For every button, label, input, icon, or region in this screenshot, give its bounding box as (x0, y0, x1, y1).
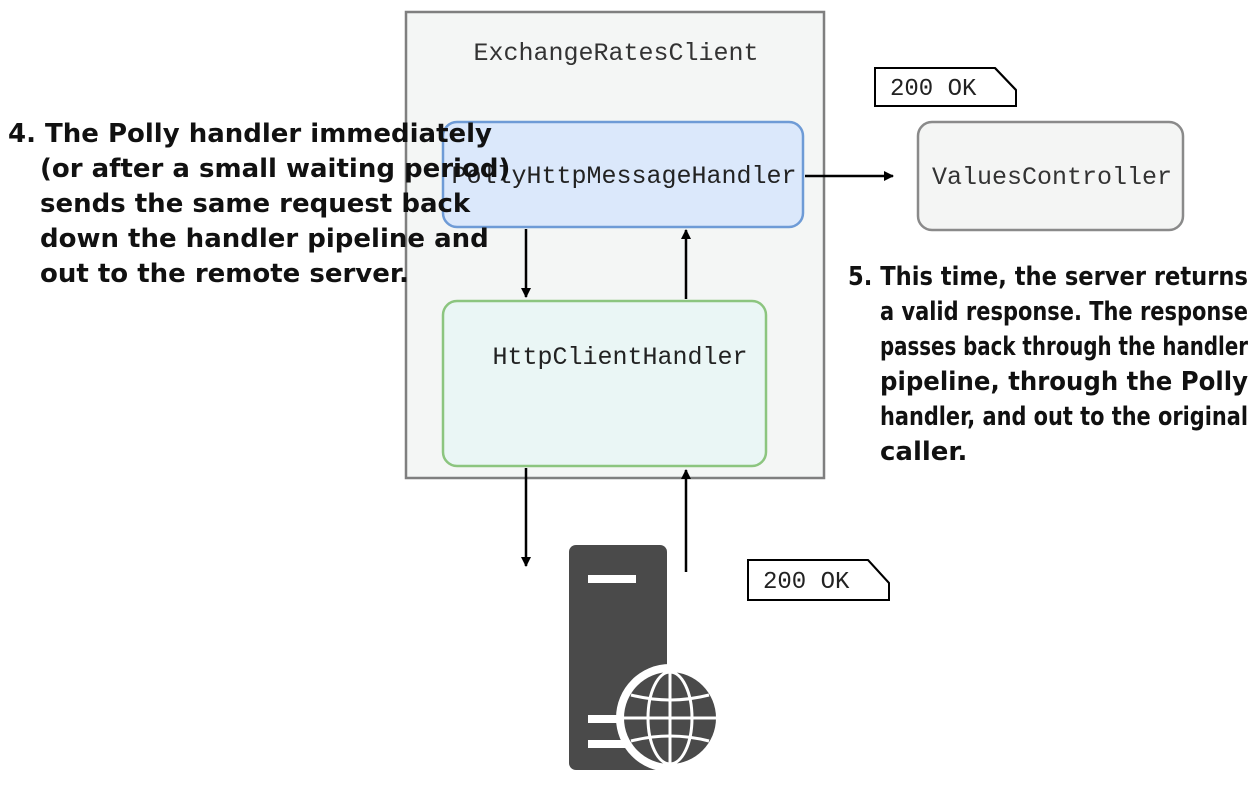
http-client-handler-label: HttpClientHandler (492, 343, 747, 372)
step5-line: passes back through the handler (880, 332, 1248, 362)
server-slot (588, 740, 636, 748)
annotation-step-5: 5. This time, the server returns a valid… (848, 262, 1254, 467)
http-client-handler-rect (441, 299, 768, 468)
server-slot (588, 715, 636, 723)
values-controller-box: ValuesController (916, 120, 1185, 232)
step4-line: (or after a small waiting period) (40, 154, 510, 184)
response-top-label: 200 OK (890, 76, 977, 103)
step4-line: sends the same request back (40, 189, 471, 219)
values-controller-label: ValuesController (932, 163, 1172, 192)
annotation-step-4: 4. The Polly handler immediately (or aft… (8, 119, 519, 289)
response-note-top: 200 OK (874, 67, 1017, 107)
note-fold (867, 559, 890, 584)
note-fold (994, 67, 1017, 91)
note-shape (747, 559, 890, 601)
step4-line: 4. The Polly handler immediately (8, 119, 492, 149)
step5-line: handler, and out to the original (880, 402, 1248, 432)
response-note-bottom: 200 OK (747, 559, 890, 601)
values-controller-rect (916, 120, 1185, 232)
step5-line: pipeline, through the Polly (880, 367, 1248, 397)
container-title: ExchangeRatesClient (473, 39, 758, 68)
web-server-globe-icon (569, 545, 724, 772)
step4-line: out to the remote server. (40, 259, 409, 289)
http-client-handler-box: HttpClientHandler (441, 299, 768, 468)
step5-line: 5. This time, the server returns (848, 262, 1248, 292)
server-slot (588, 575, 636, 583)
note-shape (874, 67, 1017, 107)
polly-handler-box: PollyHttpMessageHandler (441, 120, 805, 229)
step5-line: caller. (880, 437, 967, 467)
step4-line: down the handler pipeline and (40, 224, 489, 254)
step5-line: a valid response. The response (880, 297, 1248, 327)
globe-lines (624, 670, 716, 766)
response-bottom-label: 200 OK (763, 569, 850, 596)
polly-handler-rect (441, 120, 805, 229)
polly-handler-label: PollyHttpMessageHandler (451, 162, 796, 191)
